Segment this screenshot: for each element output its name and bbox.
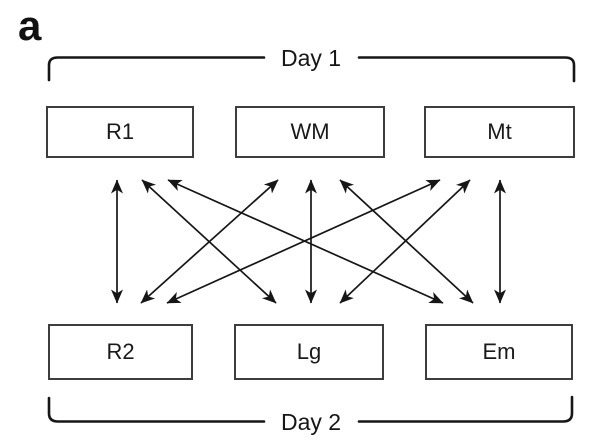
node-label-em: Em	[482, 339, 516, 364]
day1-bracket-left	[47, 56, 266, 82]
node-label-wm: WM	[290, 119, 330, 144]
node-box-wm: WM	[235, 106, 385, 158]
day1-bracket-right	[357, 56, 576, 83]
day2-label: Day 2	[280, 409, 342, 435]
node-box-lg: Lg	[234, 324, 384, 380]
day2-bracket-left	[47, 396, 266, 423]
day1-label: Day 1	[280, 45, 342, 71]
node-label-r2: R2	[106, 339, 135, 364]
node-box-em: Em	[425, 324, 573, 380]
node-label-mt: Mt	[487, 119, 512, 144]
node-label-r1: R1	[105, 119, 135, 144]
node-box-mt: Mt	[424, 106, 575, 158]
panel-letter-label: a	[18, 2, 42, 49]
node-box-r2: R2	[48, 324, 193, 380]
node-label-lg: Lg	[296, 339, 322, 364]
day2-bracket-right	[357, 395, 574, 423]
bidirectional-arrows-layer	[111, 179, 506, 304]
node-box-r1: R1	[46, 106, 194, 158]
arrow-Mt-Lg	[339, 179, 471, 304]
